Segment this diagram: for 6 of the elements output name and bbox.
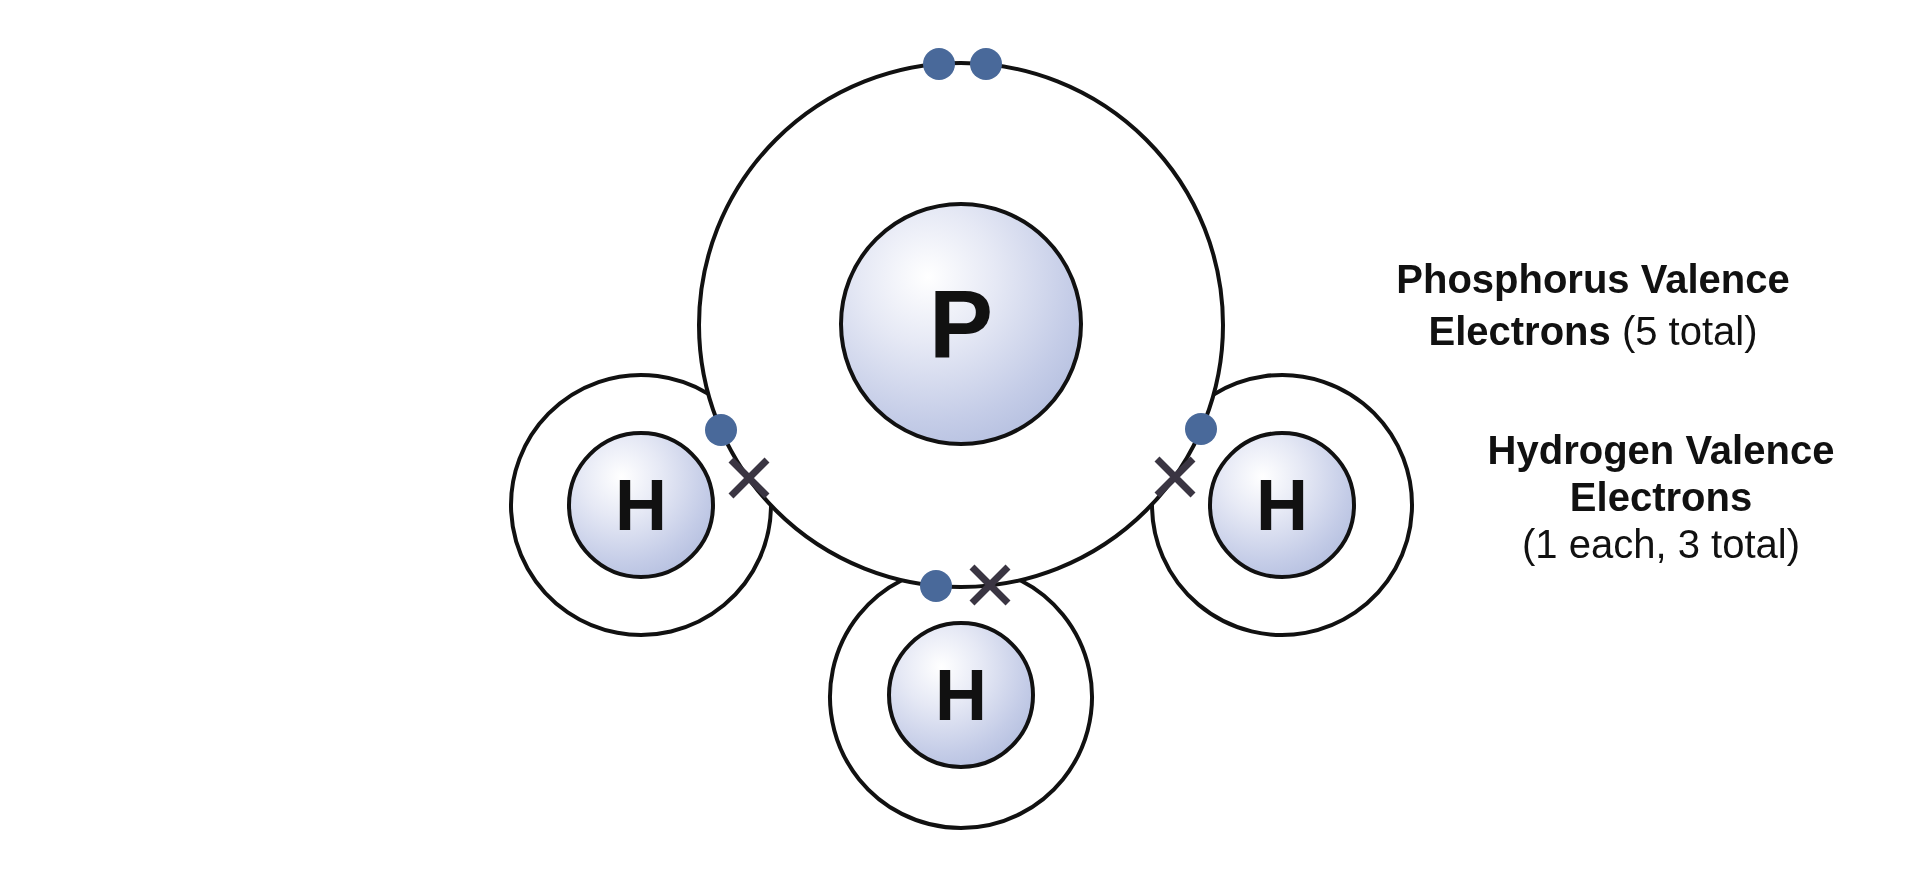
element-symbol: H — [615, 469, 667, 541]
annotation-text: Phosphorus Valence Electrons (5 total) — [1395, 256, 1791, 355]
annotation-text: Hydrogen Valence Electrons (1 each, 3 total) — [1486, 427, 1836, 568]
element-symbol: P — [929, 276, 993, 372]
element-symbol: H — [1256, 469, 1308, 541]
element-symbol: H — [935, 659, 987, 731]
